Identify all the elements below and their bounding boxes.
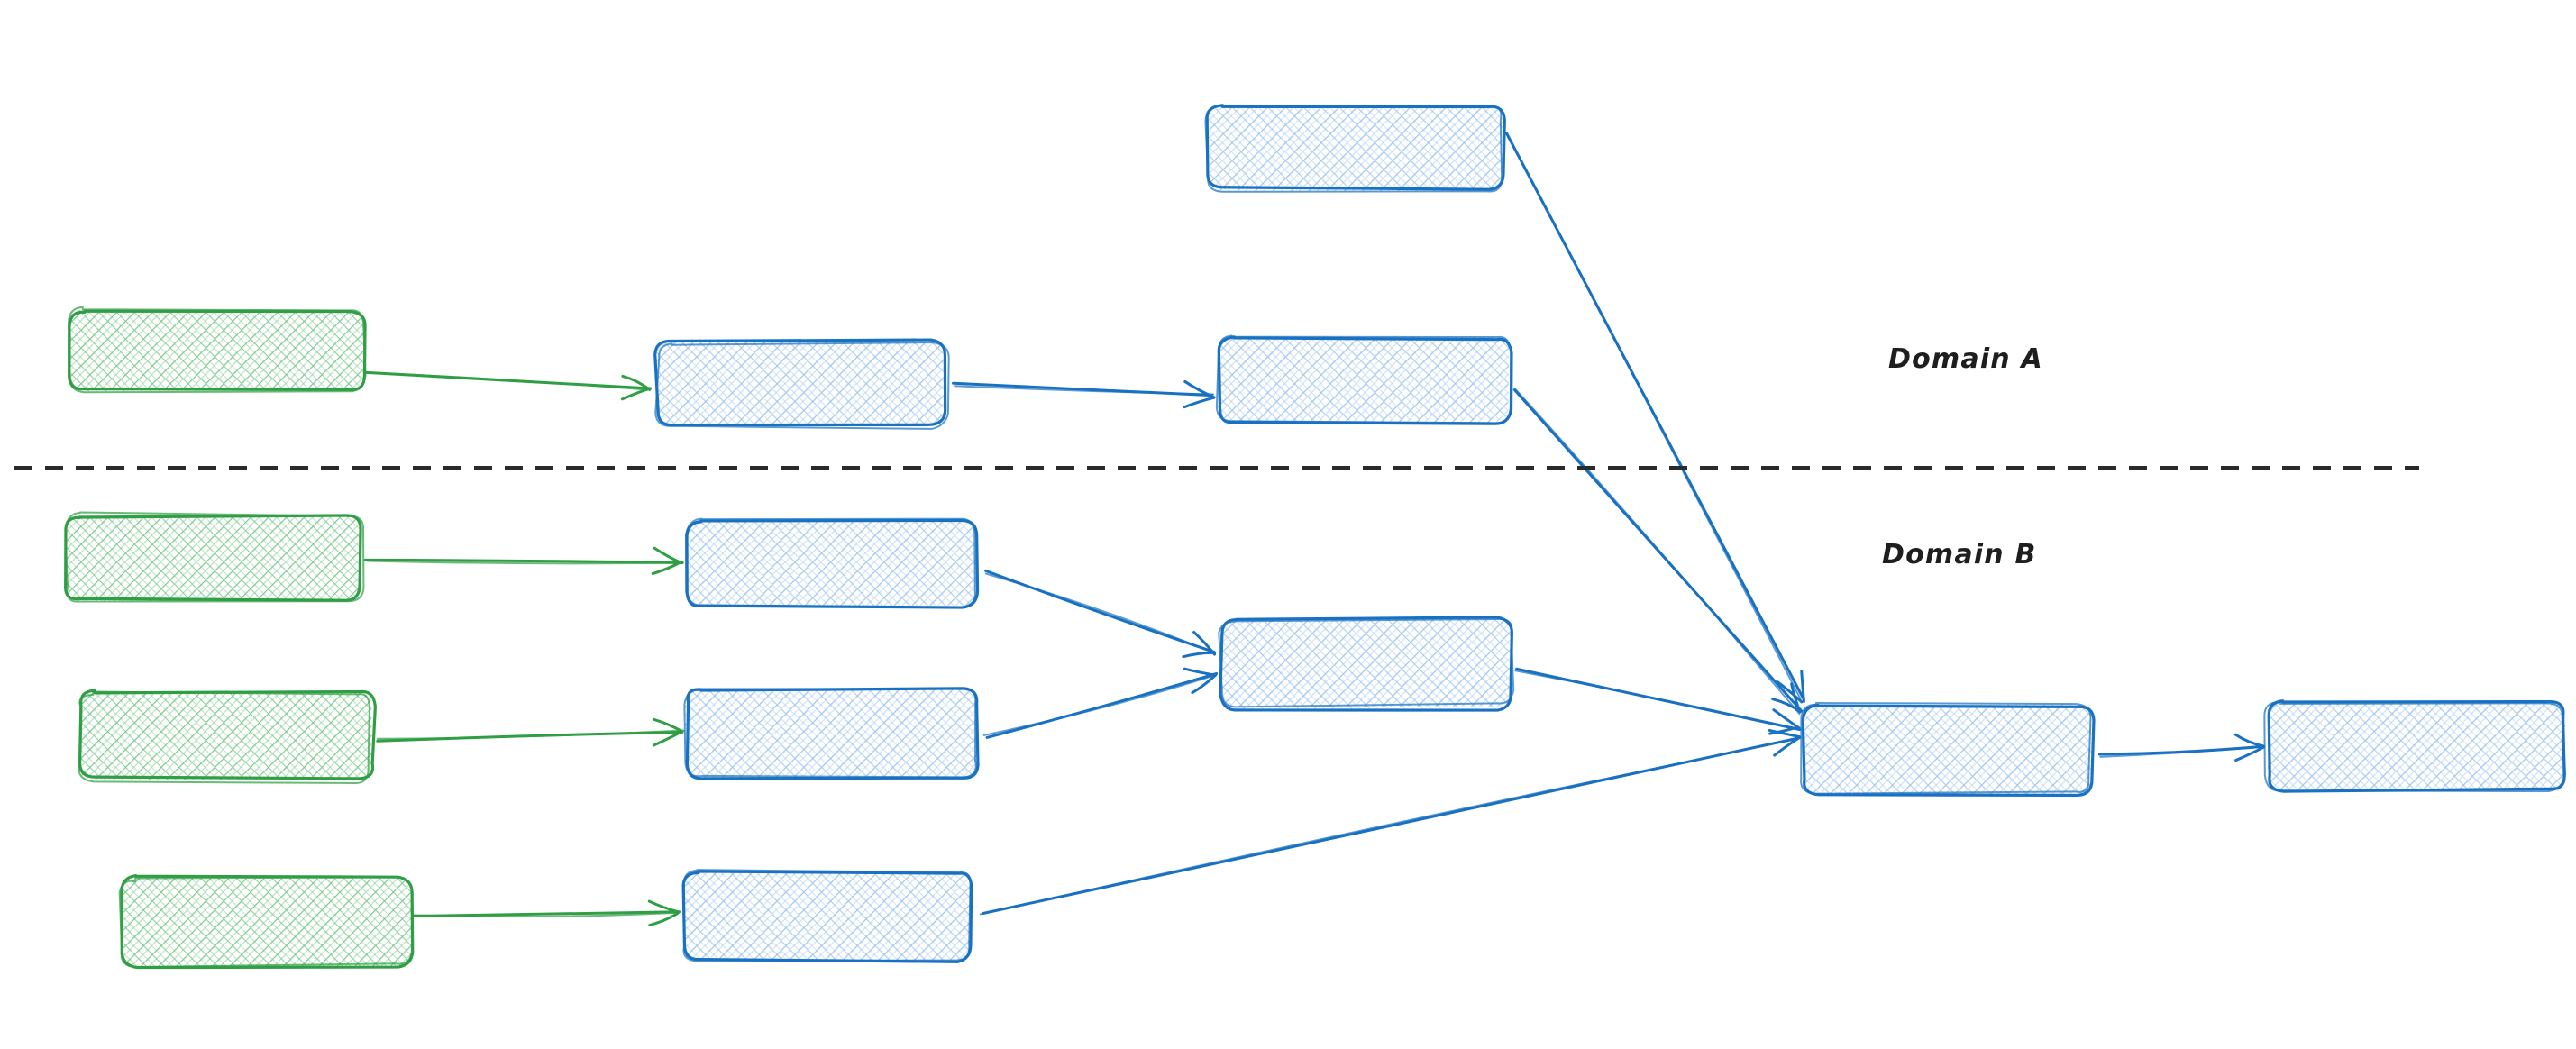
label-domain-a: Domain A: [1888, 343, 2043, 375]
node-b4[interactable]: [681, 869, 973, 963]
node-g3[interactable]: [78, 689, 377, 785]
edge-b6-to-b8[interactable]: [1512, 388, 1804, 716]
labels-layer: Domain A Domain B: [1882, 343, 2043, 570]
edge-g2-to-b2[interactable]: [363, 546, 684, 576]
nodes-layer: [64, 104, 2567, 970]
edge-g3-to-b3[interactable]: [376, 717, 685, 747]
edge-b3-to-b7[interactable]: [982, 667, 1219, 739]
edges-layer: [363, 132, 2266, 927]
node-b2[interactable]: [684, 517, 980, 609]
node-b9[interactable]: [2263, 699, 2567, 793]
node-g1[interactable]: [67, 306, 367, 394]
edge-b2-to-b7[interactable]: [984, 569, 1217, 659]
node-g4[interactable]: [118, 874, 415, 970]
node-b7[interactable]: [1218, 616, 1515, 712]
node-b3[interactable]: [683, 687, 980, 780]
node-b1[interactable]: [653, 338, 950, 430]
edge-b1-to-b6[interactable]: [952, 379, 1216, 409]
edge-b7-to-b8[interactable]: [1514, 667, 1802, 735]
edge-g1-to-b1[interactable]: [363, 370, 653, 401]
label-domain-b: Domain B: [1882, 539, 2037, 570]
edge-g4-to-b4[interactable]: [412, 899, 681, 927]
edge-b4-to-b8[interactable]: [979, 728, 1802, 916]
node-b5[interactable]: [1204, 104, 1506, 193]
edge-b8-to-b9[interactable]: [2097, 733, 2266, 762]
edge-b5-to-b8[interactable]: [1505, 132, 1806, 704]
node-b8[interactable]: [1800, 702, 2096, 798]
node-b6[interactable]: [1215, 334, 1513, 425]
node-g2[interactable]: [64, 511, 365, 603]
